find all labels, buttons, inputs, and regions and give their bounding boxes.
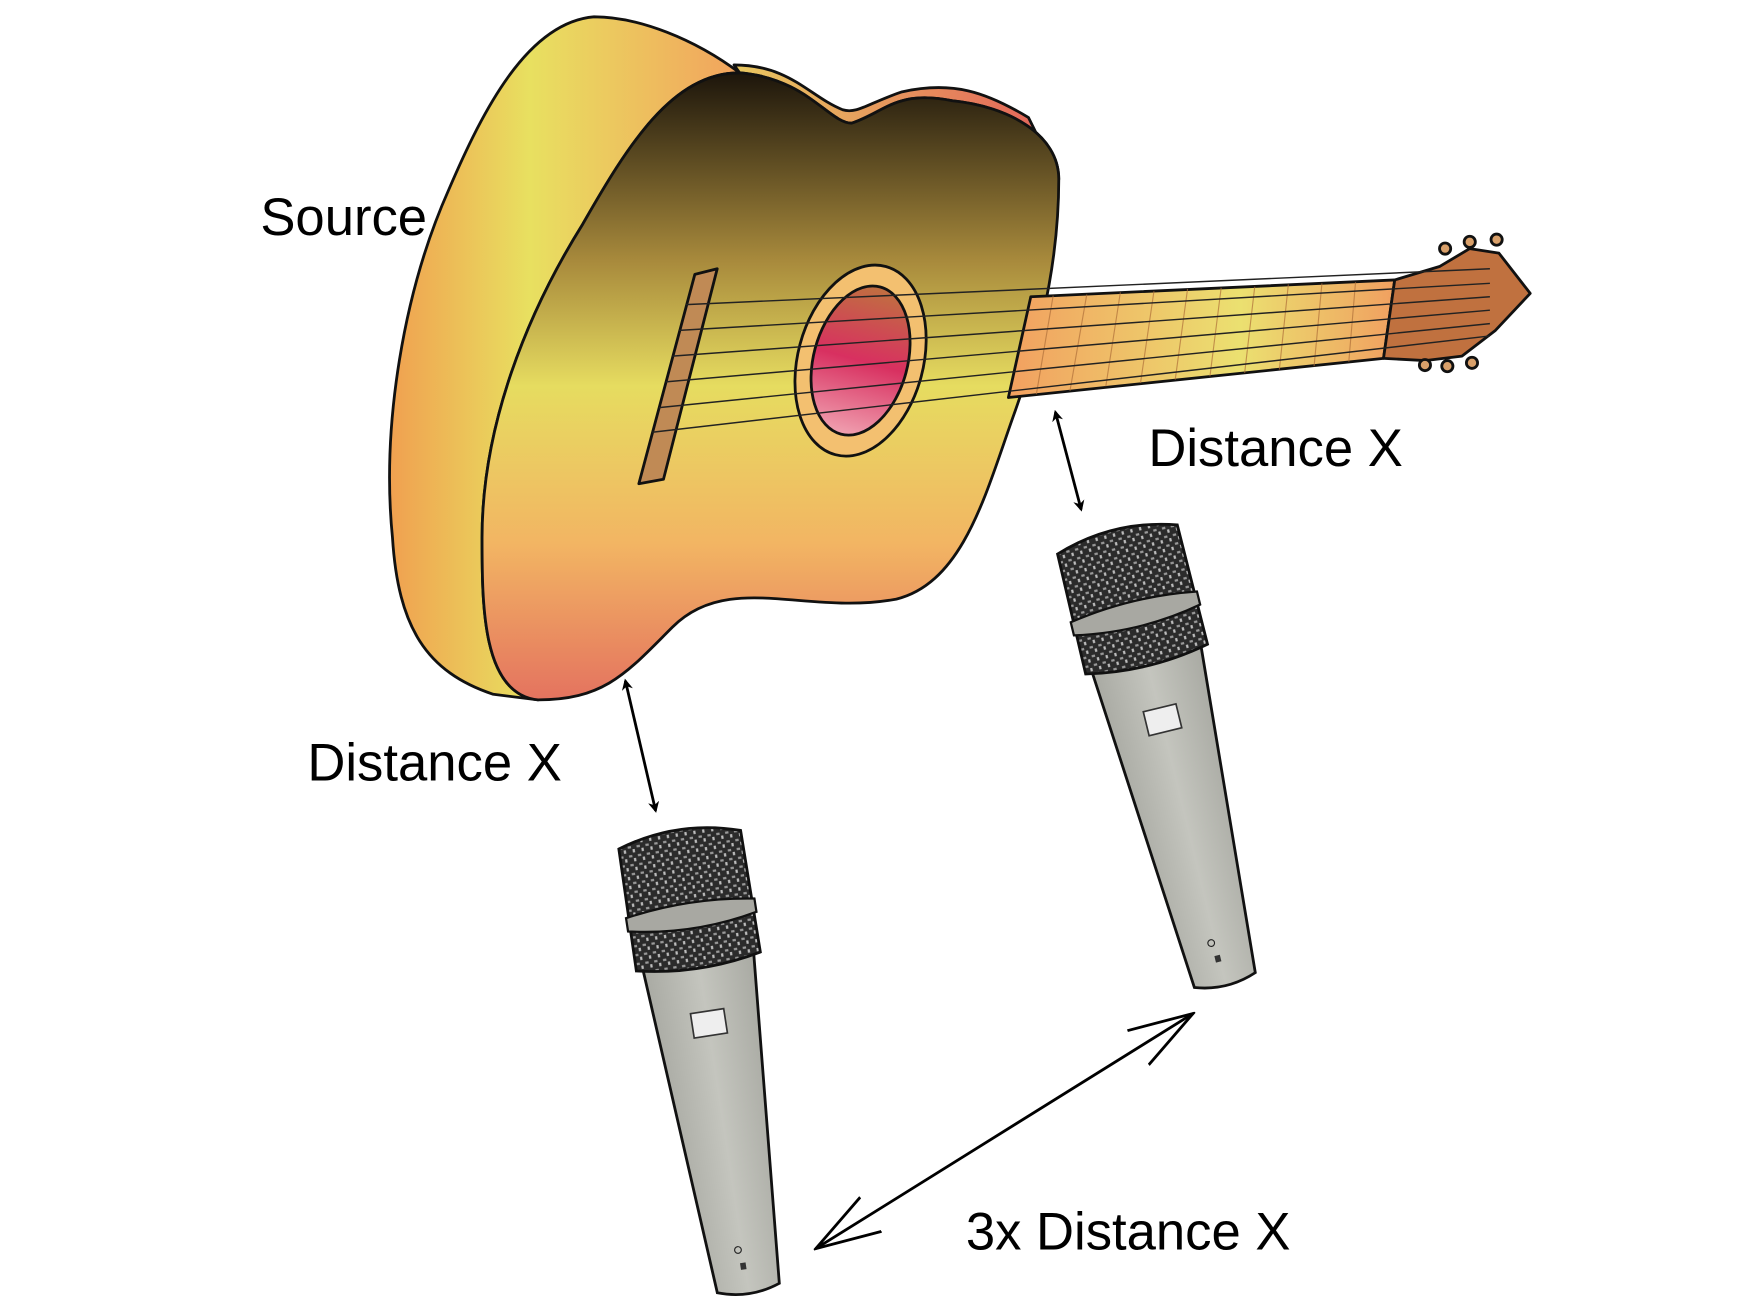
- microphone-left: [617, 826, 781, 1296]
- microphone-right: [1055, 522, 1257, 990]
- bridge: [637, 267, 719, 486]
- distance-label-top: Distance X: [1148, 419, 1402, 478]
- source-label: Source: [260, 188, 427, 247]
- distance-label-left: Distance X: [307, 734, 561, 793]
- soundhole: [793, 263, 928, 458]
- distance-arrow-between-mics: [816, 1013, 1193, 1248]
- distance-arrow-top: [1052, 409, 1085, 512]
- tuning-pegs: [1417, 232, 1504, 374]
- distance-arrow-left: [621, 678, 660, 813]
- guitar-front: [480, 71, 1061, 702]
- distance-label-between-mics: 3x Distance X: [966, 1203, 1291, 1262]
- strings: [652, 268, 1490, 433]
- guitar-headstock: [1382, 247, 1532, 362]
- guitar-illustration: [388, 15, 1532, 702]
